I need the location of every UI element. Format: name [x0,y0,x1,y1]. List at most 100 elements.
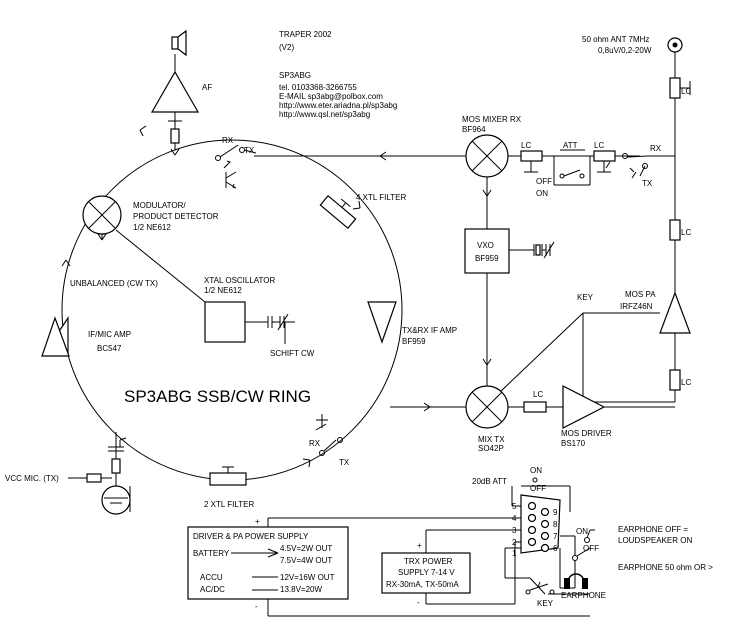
trx-power-label-3: RX-30mA, TX-50mA [386,580,459,589]
mic-chain [68,432,131,515]
antenna-switch [622,153,675,179]
earphone-switch-off: OFF [583,544,599,553]
antenna-chain [590,37,691,403]
driver-pa-supply-box [187,526,349,600]
earphone-switch-on: ON [576,527,588,536]
vxo-crystal [509,241,555,259]
pin-4: 4 [512,514,517,523]
header-title: TRAPER 2002 [279,30,332,39]
battery-out-1: 4.5V=2W OUT [280,544,332,553]
earphone-icon [564,573,588,589]
ant-lc3-label: LC [681,378,691,387]
mixer-rx-label-1: MOS MIXER RX [462,115,522,124]
if-amp-label-1: IF/MIC AMP [88,330,131,339]
txrx-if-label-1: TX&RX IF AMP [402,326,457,335]
filter-2-xtl [209,466,247,486]
pin-7: 7 [553,532,558,541]
earphone-label: EARPHONE [561,591,606,600]
connector-on-label: ON [530,466,542,475]
header-email: E-MAIL sp3abg@polbox.com [279,92,383,101]
filter-4-label: 4 XTL FILTER [356,193,406,202]
ant-lc2-label: LC [681,228,691,237]
xtal-label-1: XTAL OSCILLATOR [204,276,276,285]
trx-plus: + [417,541,422,550]
pin-9: 9 [553,508,558,517]
acdc-out: 13.8V=20W [280,585,322,594]
xtal-oscillator-block [204,301,246,343]
rx-lc-label: LC [521,141,531,150]
ring-top-tx: TX [244,146,255,155]
driver-minus: - [255,602,258,611]
supply-wiring [267,517,590,617]
db9-pins [527,501,550,553]
filter-2-label: 2 XTL FILTER [204,500,254,509]
mix-tx-label-2: SO42P [478,444,504,453]
att-on-label: ON [536,189,548,198]
ring-top-switch [215,144,257,189]
filter-4-xtl [319,194,357,230]
accu-out: 12V=16W OUT [280,573,335,582]
pin-5: 5 [512,502,517,511]
txrx-if-label-2: BF959 [402,337,426,346]
mix-tx-label-1: MIX TX [478,435,505,444]
modulator-label-2: PRODUCT DETECTOR [133,212,219,221]
mos-pa-label-2: IRFZ46N [620,302,653,311]
ring-bottom-tx: TX [339,458,350,467]
battery-out-2: 7.5V=4W OUT [280,556,332,565]
acdc-label: AC/DC [200,585,225,594]
modulator-label-3: 1/2 NE612 [133,223,171,232]
tx-lc-label: LC [533,390,543,399]
modulator-mixer [82,195,122,241]
driver-label-1: MOS DRIVER [561,429,612,438]
mos-pa-label-1: MOS PA [625,290,656,299]
header-url1: http://www.eter.ariadna.pl/sp3abg [279,101,397,110]
header-version: (V2) [279,43,294,52]
xtal-label-2: 1/2 NE612 [204,286,242,295]
accu-label: ACCU [200,573,223,582]
mos-pa-triangle [659,291,691,334]
earphone-note-3: EARPHONE 50 ohm OR > [618,563,713,572]
key-label: KEY [577,293,594,302]
battery-label: BATTERY [193,549,230,558]
att20-label: 20dB ATT [472,477,507,486]
af-chain [150,29,200,156]
header-url2: http://www.qsl.net/sp3abg [279,110,370,119]
header-callsign: SP3ABG [279,71,311,80]
pin-8: 8 [553,520,558,529]
af-label: AF [202,83,212,92]
vxo-block [464,228,510,274]
mixer-tx [465,385,509,429]
mixer-rx-label-2: BF964 [462,125,486,134]
att-off-label: OFF [536,177,552,186]
schift-label: SCHIFT CW [270,349,315,358]
ring-title: SP3ABG SSB/CW RING [124,387,311,406]
pin-3: 3 [512,526,517,535]
mixer-rx [465,134,509,178]
driver-label-2: BS170 [561,439,586,448]
ant-lc1-label: LC [681,87,691,96]
header-tel: tel. 0103368-3266755 [279,83,357,92]
ring-bottom-rx: RX [309,439,321,448]
xtal-link-line [115,229,206,303]
driver-plus: + [255,517,260,526]
ant-label-1: 50 ohm ANT 7MHz [582,35,649,44]
ring-top-rx: RX [222,136,234,145]
key-switch-label: KEY [537,599,554,608]
trx-minus: - [417,598,420,607]
pin-1: 1 [512,549,517,558]
unbalanced-label: UNBALANCED (CW TX) [70,279,158,288]
key-switch [525,581,555,595]
trx-power-label-2: SUPPLY 7-14 V [398,568,455,577]
rx-input-chain [508,149,640,186]
driver-supply-title: DRIVER & PA POWER SUPPLY [193,532,309,541]
txrx-if-amp-triangle [367,301,397,344]
pin-2: 2 [512,538,517,547]
pin-6: 6 [553,544,558,553]
tx-driver-chain [508,385,675,429]
ant-label-2: 0,8uV/0,2-20W [598,46,652,55]
att-label: ATT [563,141,578,150]
vcc-mic-label: VCC MIC. (TX) [5,474,59,483]
vxo-label-1: VXO [477,241,494,250]
earphone-note-1: EARPHONE OFF = [618,525,688,534]
